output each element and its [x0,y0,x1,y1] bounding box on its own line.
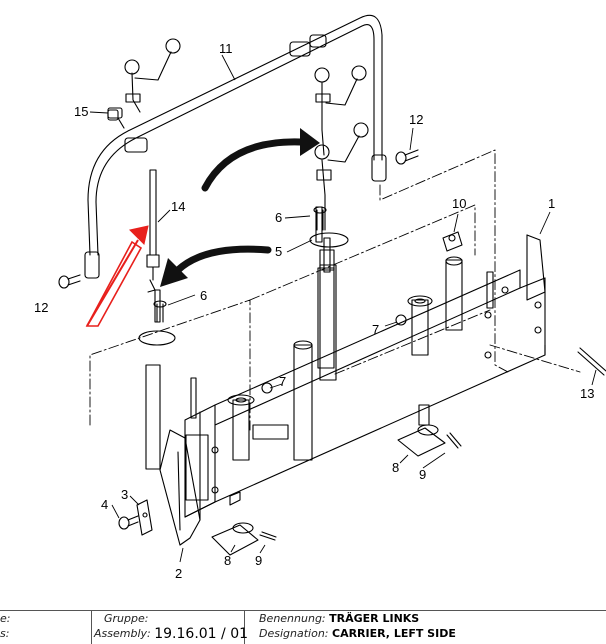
title-block-designation: Benennung: TRÄGER LINKS Designation: CAR… [245,611,606,644]
arrow-red [85,225,149,327]
clamp-lower [211,522,277,556]
title-block-col1: e: s: [0,611,92,644]
callout-8: 8 [392,460,399,475]
callout-4: 4 [101,497,108,512]
callout-10: 10 [452,196,466,211]
callout-numbers: 11 15 12 14 6 5 10 1 12 6 7 7 13 3 4 8 9… [34,41,594,581]
benennung-value: TRÄGER LINKS [329,612,420,625]
bolt-6-upper [313,206,327,231]
leader-lines [89,54,597,563]
lever-assembly-upper-left [124,38,181,113]
beam-posts [190,256,494,461]
callout-14: 14 [171,199,185,214]
designation-value: CARRIER, LEFT SIDE [332,627,456,640]
clamp-right [397,404,462,457]
callout-12: 12 [409,112,423,127]
benennung-label: Benennung: [259,612,326,625]
gruppe-label: Gruppe: [104,612,149,625]
col1-label-2: s: [0,627,10,640]
callout-2: 2 [175,566,182,581]
nut-7 [261,314,407,394]
small-clip-15 [107,107,125,129]
callout-7: 7 [372,322,379,337]
bolt-6-lower [153,300,167,323]
handle-bar-11 [84,14,387,279]
bolt-4 [118,515,139,530]
callout-7b: 7 [279,374,286,389]
gas-spring-center-5 [309,206,349,369]
callout-8b: 8 [224,553,231,568]
callout-13: 13 [580,386,594,401]
callout-6: 6 [275,210,282,225]
title-block-assembly: Gruppe: Assembly: 19.16.01 / 01 [92,611,249,644]
arrow-black-lower [160,245,272,287]
side-plate-2 [159,429,201,546]
callout-5: 5 [275,244,282,259]
callout-9: 9 [419,467,426,482]
callout-6b: 6 [200,288,207,303]
callout-11: 11 [219,41,233,56]
assembly-value: 19.16.01 / 01 [154,626,249,642]
callout-9b: 9 [255,553,262,568]
assembly-label: Assembly: [94,627,151,640]
arrow-black-upper [201,128,320,192]
bracket-3 [136,499,153,536]
lever-assembly-center [314,65,369,231]
exploded-parts-drawing: 11 15 12 14 6 5 10 1 12 6 7 7 13 3 4 8 9… [34,14,606,581]
callout-3: 3 [121,487,128,502]
assembly-guide-lines [89,149,581,431]
bolt-12-left [58,274,81,289]
screw-13 [577,347,606,376]
callout-15: 15 [74,104,88,119]
bolt-12-right [395,149,419,165]
fitting-10 [442,231,463,252]
carrier-beam-1 [184,234,546,521]
col1-label-1: e: [0,612,11,625]
title-block: e: s: Gruppe: Assembly: 19.16.01 / 01 Be… [0,610,606,644]
designation-label: Designation: [259,627,329,640]
callout-1: 1 [548,196,555,211]
callout-12b: 12 [34,300,48,315]
